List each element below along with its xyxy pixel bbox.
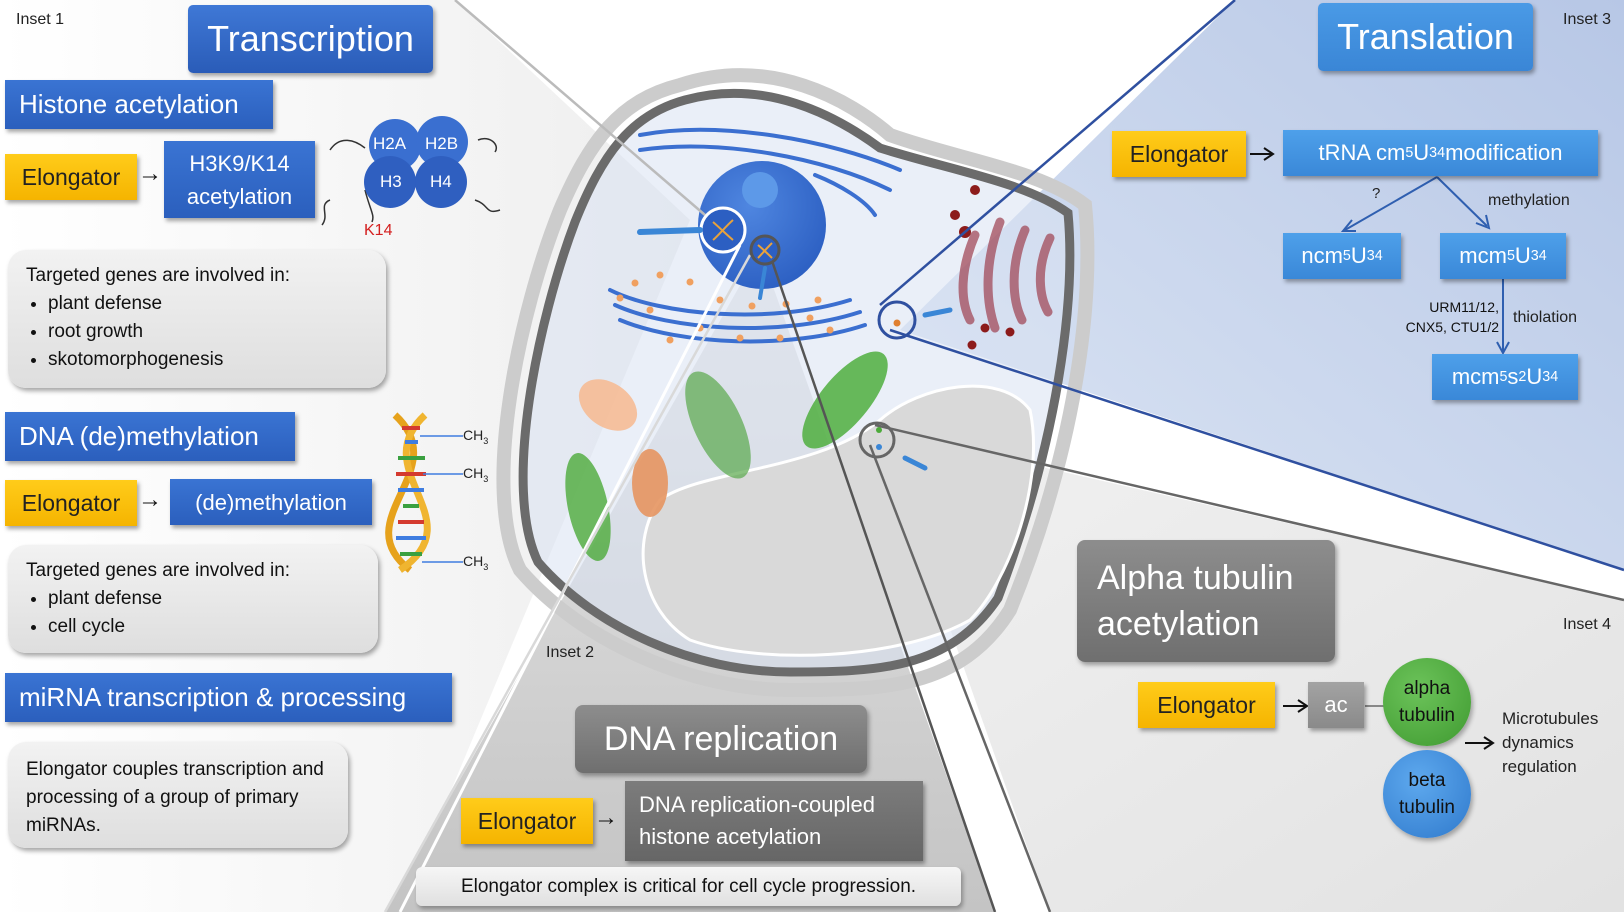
inset2-label: Inset 2 (546, 644, 595, 661)
inset4-label: Inset 4 (1563, 616, 1612, 633)
arrow-replication: → (594, 804, 618, 831)
transcription-title: Transcription (188, 5, 433, 73)
histone-targets-note: Targeted genes are involved in: plant de… (8, 250, 386, 388)
methylation-note-item: cell cycle (48, 613, 360, 641)
microtubule-dynamics-label: Microtubules dynamics regulation (1502, 709, 1599, 776)
elongator-box-histone: Elongator (5, 154, 137, 200)
ch3-label: CH3 (463, 427, 489, 446)
inset3-label: Inset 3 (1563, 11, 1612, 28)
inset1-label: Inset 1 (16, 11, 65, 28)
h2b-label: H2B (425, 134, 459, 153)
chloroplast-2 (802, 351, 888, 449)
histone-note-item: plant defense (48, 290, 368, 318)
k14-label: K14 (364, 222, 393, 239)
methylation-note-title: Targeted genes are involved in: (26, 560, 291, 581)
histone-acetylation-header: Histone acetylation (5, 80, 273, 129)
unknown-step-label: ? (1372, 185, 1381, 202)
elongator-box-replication: Elongator (461, 798, 593, 844)
thiolation-enzymes: URM11/12, CNX5, CTU1/2 (1405, 299, 1499, 335)
elongator-box-tubulin: Elongator (1138, 682, 1275, 728)
replication-line2: histone acetylation (639, 824, 822, 849)
vacuole (641, 384, 1035, 657)
elongator-box-translation: Elongator (1112, 131, 1246, 177)
dna-methylation-header: DNA (de)methylation (5, 412, 295, 461)
h2a-label: H2A (373, 134, 407, 153)
chloroplast-1 (685, 371, 751, 479)
histone-note-item: skotomorphogenesis (48, 346, 368, 374)
chloroplast-3 (565, 453, 611, 561)
acetyl-group-box: ac (1308, 682, 1364, 728)
acetylation-label: acetylation (186, 183, 293, 209)
zoom-circle-tubulin (858, 421, 896, 459)
cell-cycle-note: Elongator complex is critical for cell c… (416, 867, 961, 906)
thiolation-label: thiolation (1513, 309, 1578, 326)
replication-histone-acetylation-box: DNA replication-coupled histone acetylat… (625, 781, 923, 861)
methylation-targets-note: Targeted genes are involved in: plant de… (8, 545, 378, 653)
demethylation-box: (de)methylation (170, 479, 372, 525)
zoom-circle-translation (877, 300, 917, 340)
elongator-box-methylation: Elongator (5, 480, 137, 526)
histone-note-item: root growth (48, 318, 368, 346)
nucleosome-illustration (321, 116, 501, 226)
h3k9-k14-acetylation-box: H3K9/K14 acetylation (164, 141, 315, 218)
h3-label: H3 (380, 172, 402, 191)
ribosomes (616, 271, 834, 344)
nucleolus (742, 172, 778, 208)
alpha-tubulin-acetylation-title: Alpha tubulin acetylation (1077, 540, 1335, 662)
h4-label: H4 (430, 172, 452, 191)
endoplasmic-reticulum (608, 127, 902, 344)
ch3-label: CH3 (463, 553, 489, 572)
translation-arrows (1340, 176, 1510, 356)
h3k9-label: H3K9/K14 (189, 150, 290, 176)
arrow-methylation: → (138, 486, 162, 513)
golgi-apparatus (958, 217, 1055, 333)
translation-title: Translation (1318, 3, 1533, 71)
peroxisome (578, 379, 638, 431)
mitochondrion (632, 449, 668, 517)
ch3-label: CH3 (463, 465, 489, 484)
mirna-note: Elongator couples transcription and proc… (8, 742, 348, 848)
mirna-header: miRNA transcription & processing (5, 673, 452, 722)
replication-line1: DNA replication-coupled (639, 792, 876, 817)
methylation-label: methylation (1488, 192, 1570, 209)
dna-helix (385, 412, 463, 573)
histone-note-title: Targeted genes are involved in: (26, 265, 291, 286)
arrow-histone: → (138, 160, 162, 187)
dna-replication-title: DNA replication (575, 705, 867, 773)
zoom-lines (383, 0, 1624, 912)
nucleus (698, 161, 826, 289)
methylation-note-item: plant defense (48, 585, 360, 613)
